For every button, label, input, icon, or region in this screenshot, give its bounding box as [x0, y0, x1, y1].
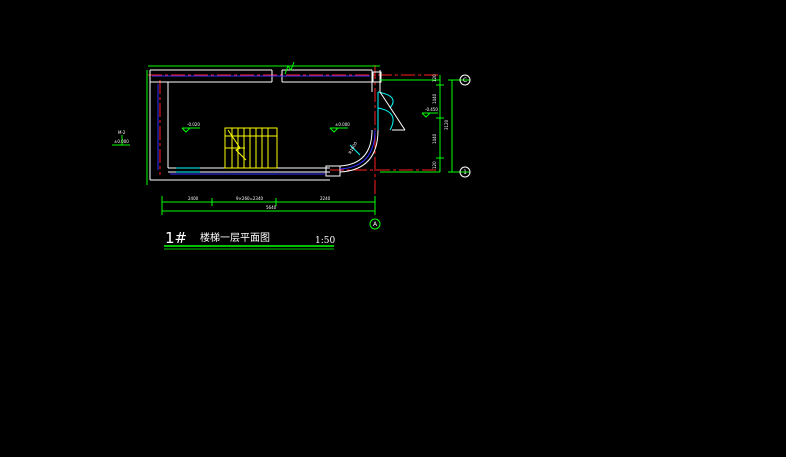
left-elevation: ±0.000: [114, 139, 129, 144]
right-dim-4: 120: [432, 161, 437, 169]
axis-bubble-1: 1: [459, 166, 471, 178]
drawing-title-text: 楼梯一层平面图: [200, 231, 270, 244]
right-dim-1: 120: [432, 74, 437, 82]
drawing-scale: 1:50: [315, 236, 335, 246]
door-openings: [176, 91, 394, 173]
room-right-level: ±0.000: [335, 122, 350, 127]
bottom-dim-3: 2240: [320, 196, 331, 201]
right-dim-3: 1440: [432, 133, 437, 144]
axis-bubble-c: C: [459, 74, 471, 86]
axis-bubble-1-label: 1: [463, 169, 467, 176]
right-dim-2: 1440: [432, 93, 437, 104]
drawing-title-number: 1#: [165, 229, 187, 247]
right-dim-total: 3120: [444, 119, 449, 130]
axis-lines: [148, 65, 440, 215]
room-left-level: -0.020: [187, 122, 200, 127]
step-outline: [379, 91, 406, 131]
wall-cores: [152, 75, 370, 175]
bottom-dim-total: 5640: [266, 205, 277, 210]
bottom-dim-1: 2400: [188, 196, 199, 201]
annotations: ±0.000 M-2 -0.020 ±0.000 -0.450 R1800: [114, 107, 438, 155]
right-level: -0.450: [425, 107, 438, 112]
bottom-dim-2: 9×260=2340: [236, 196, 264, 201]
left-note: M-2: [118, 130, 126, 135]
title-block: 1# 楼梯一层平面图 1:50: [164, 229, 335, 250]
dimension-texts: 2400 9×260=2340 2240 5640 120 1440 1440 …: [188, 74, 449, 210]
stair-flight: [224, 127, 278, 169]
axis-bubble-c-label: C: [463, 77, 467, 84]
axis-bubble-a-label: A: [373, 221, 378, 228]
arc-label: R1800: [347, 141, 358, 155]
curved-wall: [339, 129, 379, 173]
axis-bubble-a: A: [369, 218, 381, 230]
dimension-lines: [112, 61, 470, 215]
